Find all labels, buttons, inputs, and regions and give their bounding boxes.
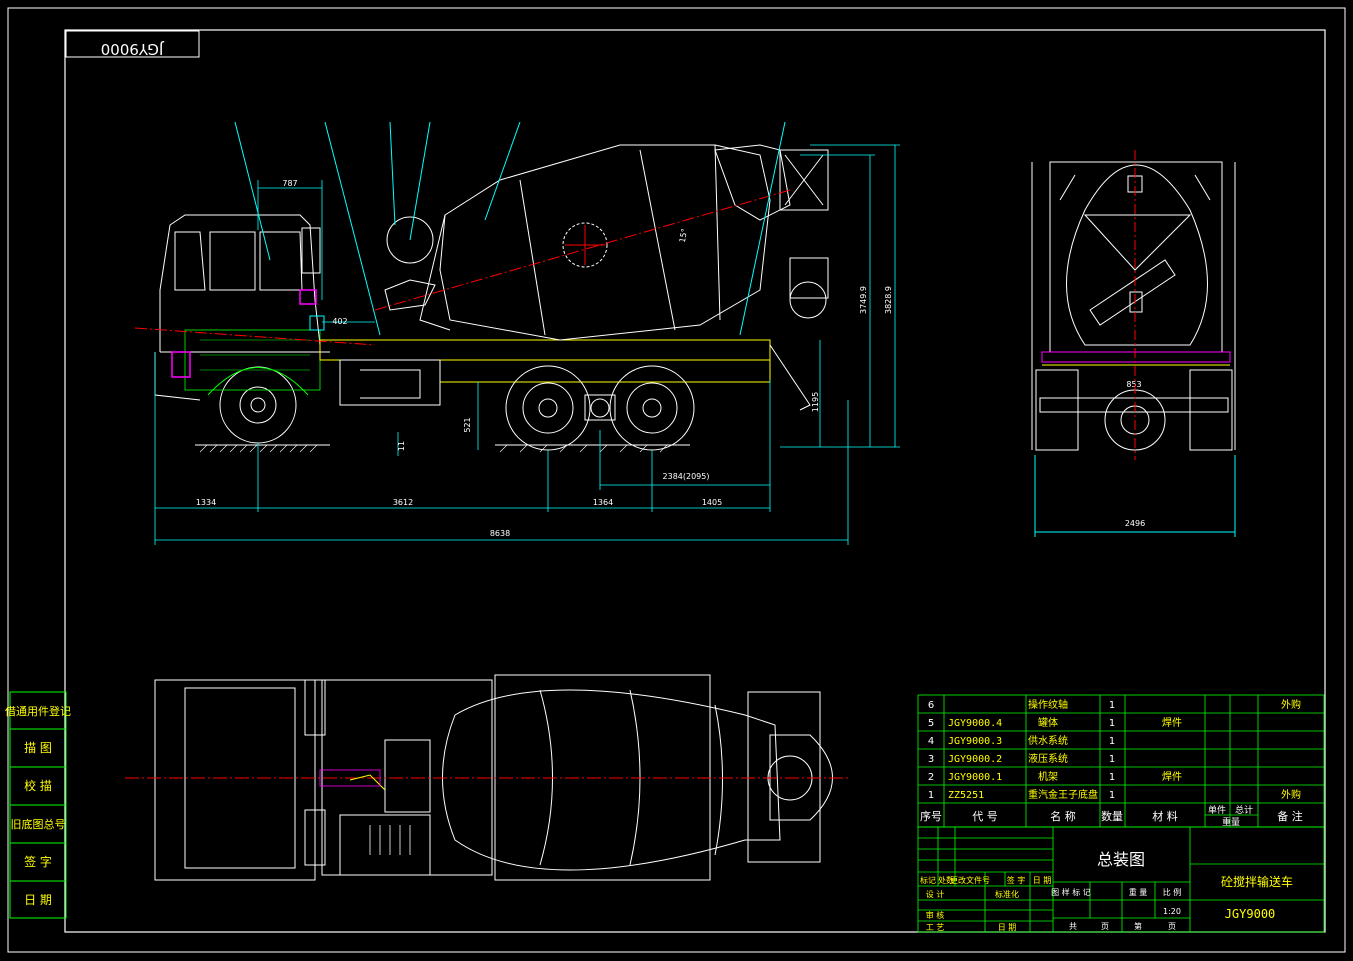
dim-1195: 1195 [811, 392, 820, 412]
left-col-5: 日 期 [24, 893, 52, 907]
row4-code: JGY9000.3 [948, 736, 1002, 747]
row1-qty: 1 [1109, 790, 1115, 801]
row6-no: 6 [928, 700, 934, 711]
product-code: JGY9000 [1225, 907, 1276, 921]
dimension-lines [154, 144, 900, 545]
dim-3612: 3612 [393, 498, 413, 507]
row6-qty: 1 [1109, 700, 1115, 711]
tb-review: 审 核 [926, 910, 945, 920]
tb-weight: 重 量 [1129, 887, 1148, 897]
row2-material: 焊件 [1162, 771, 1182, 783]
tb-standard: 标准化 [995, 889, 1019, 899]
dim-521: 521 [463, 417, 472, 432]
dim-8638: 8638 [490, 529, 510, 538]
row4-qty: 1 [1109, 736, 1115, 747]
title-block-text: 总装图 砼搅拌输送车 JGY9000 1:20 图 样 标 记 重 量 比 例 … [920, 850, 1293, 932]
left-col-4: 签 字 [24, 854, 52, 869]
dim-15deg: 15° [678, 228, 689, 244]
tb-change-doc: 更改文件号 [950, 875, 990, 885]
dim-1364: 1364 [593, 498, 613, 507]
tb-sign: 签 字 [1007, 875, 1026, 885]
tb-stage: 图 样 标 记 [1051, 887, 1091, 897]
hdr-weight: 重量 [1222, 816, 1240, 828]
tb-date: 日 期 [1033, 876, 1052, 885]
dim-1405: 1405 [702, 498, 722, 507]
dim-402: 402 [332, 317, 347, 326]
row1-no: 1 [928, 790, 934, 801]
left-col-1: 描 图 [24, 741, 52, 755]
rear-view [1031, 150, 1236, 537]
dim-1334: 1334 [196, 498, 216, 507]
row4-no: 4 [928, 736, 934, 747]
hdr-name: 名 称 [1050, 809, 1076, 823]
dim-11: 11 [397, 441, 406, 451]
row3-name: 液压系统 [1028, 752, 1068, 765]
row5-code: JGY9000.4 [948, 718, 1002, 729]
dimension-texts: 787 402 11 521 1195 3749.9 3828.9 2384(2… [196, 179, 1145, 538]
hdr-material: 材 料 [1152, 809, 1178, 823]
row2-name: 机架 [1038, 770, 1058, 783]
tb-marks: 标记 [920, 875, 936, 885]
left-col-3: 旧底图总号 [11, 817, 66, 831]
hdr-unit: 单件 [1208, 804, 1226, 816]
parts-table-text: 6 操作纹轴 1 外购 5 JGY9000.4 罐体 1 焊件 4 JGY900… [920, 698, 1303, 828]
row4-name: 供水系统 [1028, 734, 1068, 747]
dim-787: 787 [282, 179, 297, 188]
hdr-note: 备 注 [1277, 809, 1303, 823]
tb-date2: 日 期 [998, 923, 1017, 932]
row5-material: 焊件 [1162, 717, 1182, 729]
side-view [134, 121, 829, 453]
dim-2384: 2384(2095) [663, 472, 710, 481]
hdr-no: 序号 [920, 809, 942, 823]
top-view [125, 674, 850, 881]
dim-2496: 2496 [1125, 519, 1145, 528]
tb-sheet: 页 [1101, 922, 1109, 931]
row3-qty: 1 [1109, 754, 1115, 765]
left-column-table: 借通用件登记 描 图 校 描 旧底图总号 签 字 日 期 [5, 691, 71, 919]
row1-code: ZZ5251 [948, 790, 984, 801]
tb-pageno: 第 [1134, 921, 1142, 931]
inner-frame [64, 29, 1326, 933]
tb-total: 共 [1069, 922, 1077, 931]
drawing-code-mirrored: JGY9000 [101, 40, 165, 58]
drawing-title: 总装图 [1097, 850, 1145, 869]
left-col-0: 借通用件登记 [5, 704, 71, 718]
code-box: JGY9000 [65, 30, 200, 58]
row3-code: JGY9000.2 [948, 754, 1002, 765]
dim-3749: 3749.9 [859, 286, 868, 314]
outer-frame [7, 7, 1346, 953]
dim-3828: 3828.9 [884, 286, 893, 314]
tb-count: 处数 [938, 875, 954, 885]
row6-note: 外购 [1281, 698, 1301, 711]
row2-no: 2 [928, 772, 934, 783]
row1-note: 外购 [1281, 788, 1301, 801]
left-col-2: 校 描 [24, 778, 52, 793]
row6-name: 操作纹轴 [1028, 698, 1068, 711]
row2-qty: 1 [1109, 772, 1115, 783]
row2-code: JGY9000.1 [948, 772, 1002, 783]
row5-name: 罐体 [1038, 716, 1058, 729]
scale-value: 1:20 [1163, 907, 1181, 916]
row5-no: 5 [928, 718, 934, 729]
row1-name: 重汽金王子底盘 [1028, 788, 1098, 801]
tb-process: 工 艺 [926, 923, 945, 932]
product-name: 砼搅拌输送车 [1221, 874, 1293, 889]
tb-ratio: 比 例 [1163, 887, 1182, 897]
tb-page: 页 [1168, 922, 1176, 931]
row5-qty: 1 [1109, 718, 1115, 729]
tb-design: 设 计 [926, 889, 945, 899]
parts-table [917, 694, 1325, 933]
hdr-qty: 数量 [1101, 810, 1123, 823]
dim-853: 853 [1126, 380, 1141, 389]
hdr-code: 代 号 [972, 810, 998, 823]
hdr-total: 总计 [1235, 804, 1253, 816]
row3-no: 3 [928, 754, 934, 765]
